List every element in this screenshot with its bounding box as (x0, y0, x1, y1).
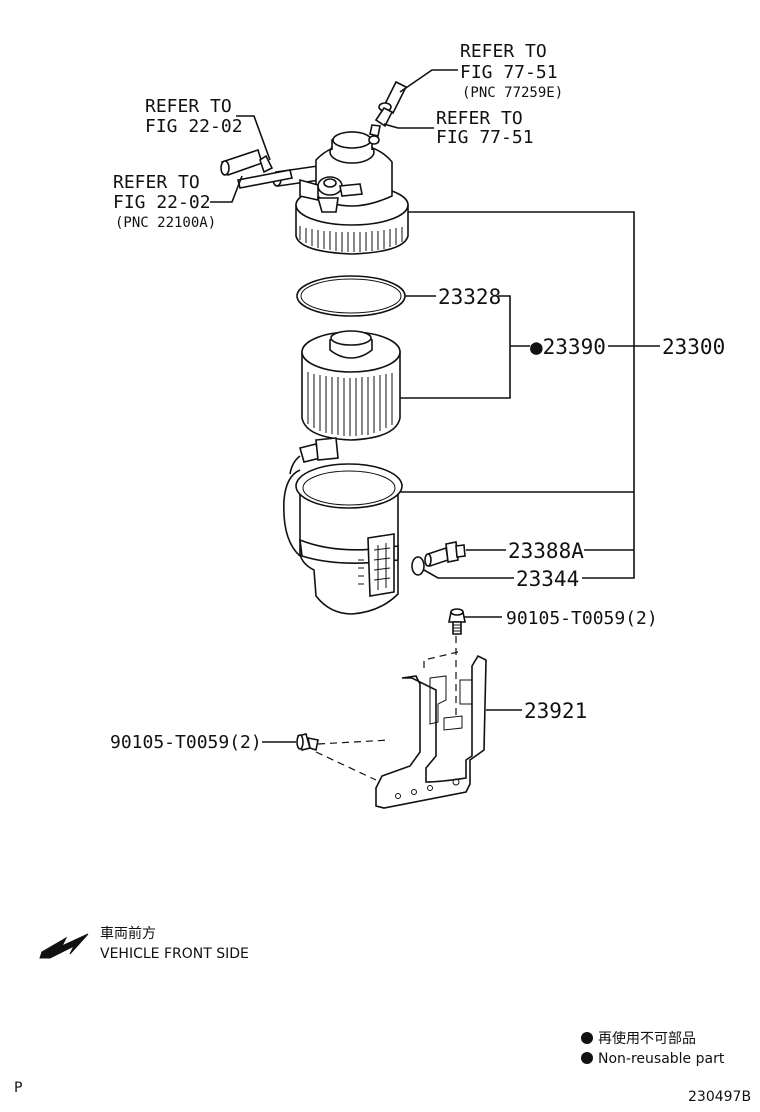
leader-lines (210, 69, 660, 743)
direction-label-en: VEHICLE FRONT SIDE (100, 946, 249, 962)
dashed-assembly-lines (315, 636, 459, 781)
label-fig-left2: FIG 22-02 (113, 192, 211, 213)
label-refer-left2: REFER TO (113, 172, 200, 193)
legend-bullet-icon-jp (581, 1032, 593, 1044)
part-number-23390: ●23390 (530, 335, 606, 359)
footer-figure-code: 230497B (688, 1089, 751, 1105)
legend-text-jp: 再使用不可部品 (598, 1030, 696, 1047)
label-refer-mid: REFER TO (436, 108, 523, 129)
part-number-23328: 23328 (438, 285, 501, 309)
part-number-23388a: 23388A (508, 539, 584, 563)
o-ring-23344 (411, 556, 425, 576)
label-pnc-top: (PNC 77259E) (462, 85, 563, 101)
bolt-upper (448, 608, 466, 635)
sensor-23388a (424, 541, 466, 568)
part-number-bolt-right: 90105-T0059(2) (506, 608, 658, 629)
part-number-23921: 23921 (524, 699, 587, 723)
filter-element-23390 (301, 330, 401, 441)
label-fig-top: FIG 77-51 (460, 62, 558, 83)
o-ring-23328 (296, 275, 406, 317)
filter-bowl (283, 437, 403, 615)
legend-bullet-icon-en (581, 1052, 593, 1064)
label-fig-mid: FIG 77-51 (436, 127, 534, 148)
bracket-23921 (375, 654, 487, 809)
footer-page-letter: P (14, 1080, 22, 1096)
vehicle-front-arrow-icon (39, 933, 89, 959)
legend-text-en: Non-reusable part (598, 1051, 725, 1067)
part-number-bolt-left: 90105-T0059(2) (110, 732, 262, 753)
part-number-23300: 23300 (662, 335, 725, 359)
left-hose-pipe (220, 148, 321, 189)
label-refer-left1: REFER TO (145, 96, 232, 117)
upper-hose-fitting (369, 80, 408, 137)
label-refer-top: REFER TO (460, 41, 547, 62)
direction-label-jp: 車両前方 (100, 925, 156, 942)
bolt-lower (296, 733, 319, 752)
part-number-23344: 23344 (516, 567, 579, 591)
filter-head (295, 131, 409, 255)
label-pnc-left2: (PNC 22100A) (115, 215, 216, 231)
label-fig-left1: FIG 22-02 (145, 116, 243, 137)
